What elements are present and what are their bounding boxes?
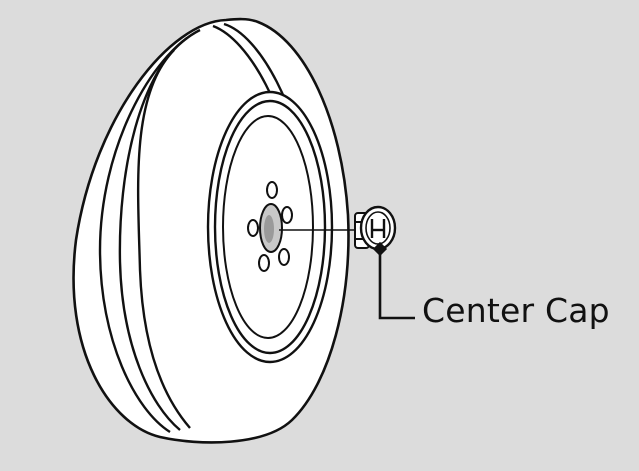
lug-hole (281, 206, 293, 224)
lug-hole (266, 181, 278, 199)
lug-hole (258, 254, 270, 272)
h-emblem-icon (370, 219, 386, 238)
lug-hole (247, 219, 259, 237)
center-cap-label: Center Cap (422, 291, 610, 330)
lug-hole (278, 248, 290, 266)
wheel-hub (247, 181, 293, 272)
center-cap (354, 205, 397, 251)
callout-pointer (372, 241, 415, 320)
